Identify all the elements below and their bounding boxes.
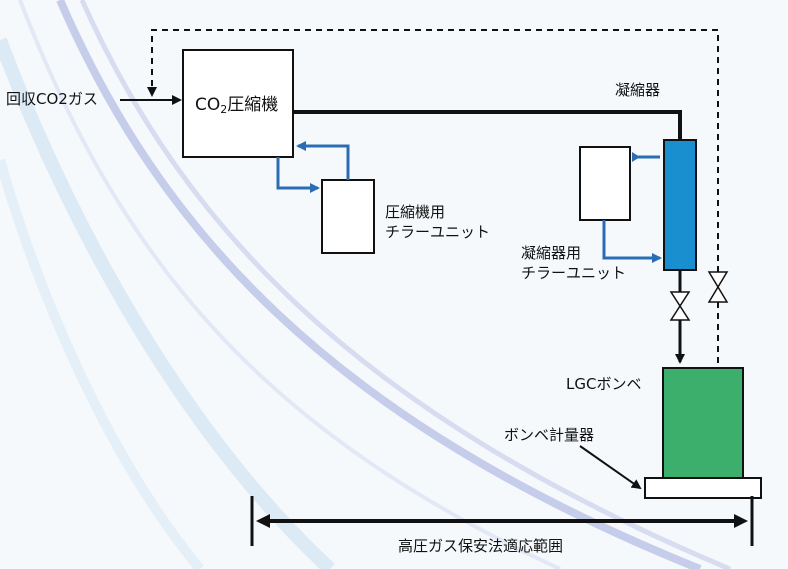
condenser-chiller-label-1: 凝縮器用 bbox=[521, 244, 582, 262]
scope-label: 高圧ガス保安法適応範囲 bbox=[398, 537, 564, 555]
scale-pointer bbox=[579, 445, 642, 490]
compressor-label: CO2圧縮機 bbox=[195, 95, 279, 116]
condenser-chiller-box bbox=[579, 146, 631, 221]
compressor-chiller-box bbox=[321, 179, 375, 254]
return-dashed-line bbox=[147, 29, 719, 272]
scale-label: ボンベ計量器 bbox=[504, 426, 595, 444]
return-valve-icon bbox=[707, 271, 729, 303]
compressor-chiller-label-1: 圧縮機用 bbox=[385, 203, 446, 221]
compressor-chiller-label-2: チラーユニット bbox=[385, 223, 491, 241]
lgc-cylinder bbox=[662, 367, 744, 479]
cylinder-scale bbox=[644, 477, 762, 499]
compressor-coolant-supply bbox=[296, 141, 350, 180]
compressor-box bbox=[182, 49, 294, 158]
condenser-chiller-label-2: チラーユニット bbox=[521, 264, 627, 282]
condenser-coolant-return bbox=[602, 220, 662, 263]
compressed-gas-line bbox=[293, 110, 682, 140]
condenser-column bbox=[663, 139, 697, 271]
valve-icon bbox=[669, 291, 691, 321]
condenser-label: 凝縮器 bbox=[615, 81, 661, 99]
recovered-gas-label: 回収CO2ガス bbox=[6, 90, 98, 108]
compressor-coolant-return bbox=[276, 157, 320, 193]
cylinder-label: LGCボンベ bbox=[566, 375, 642, 393]
